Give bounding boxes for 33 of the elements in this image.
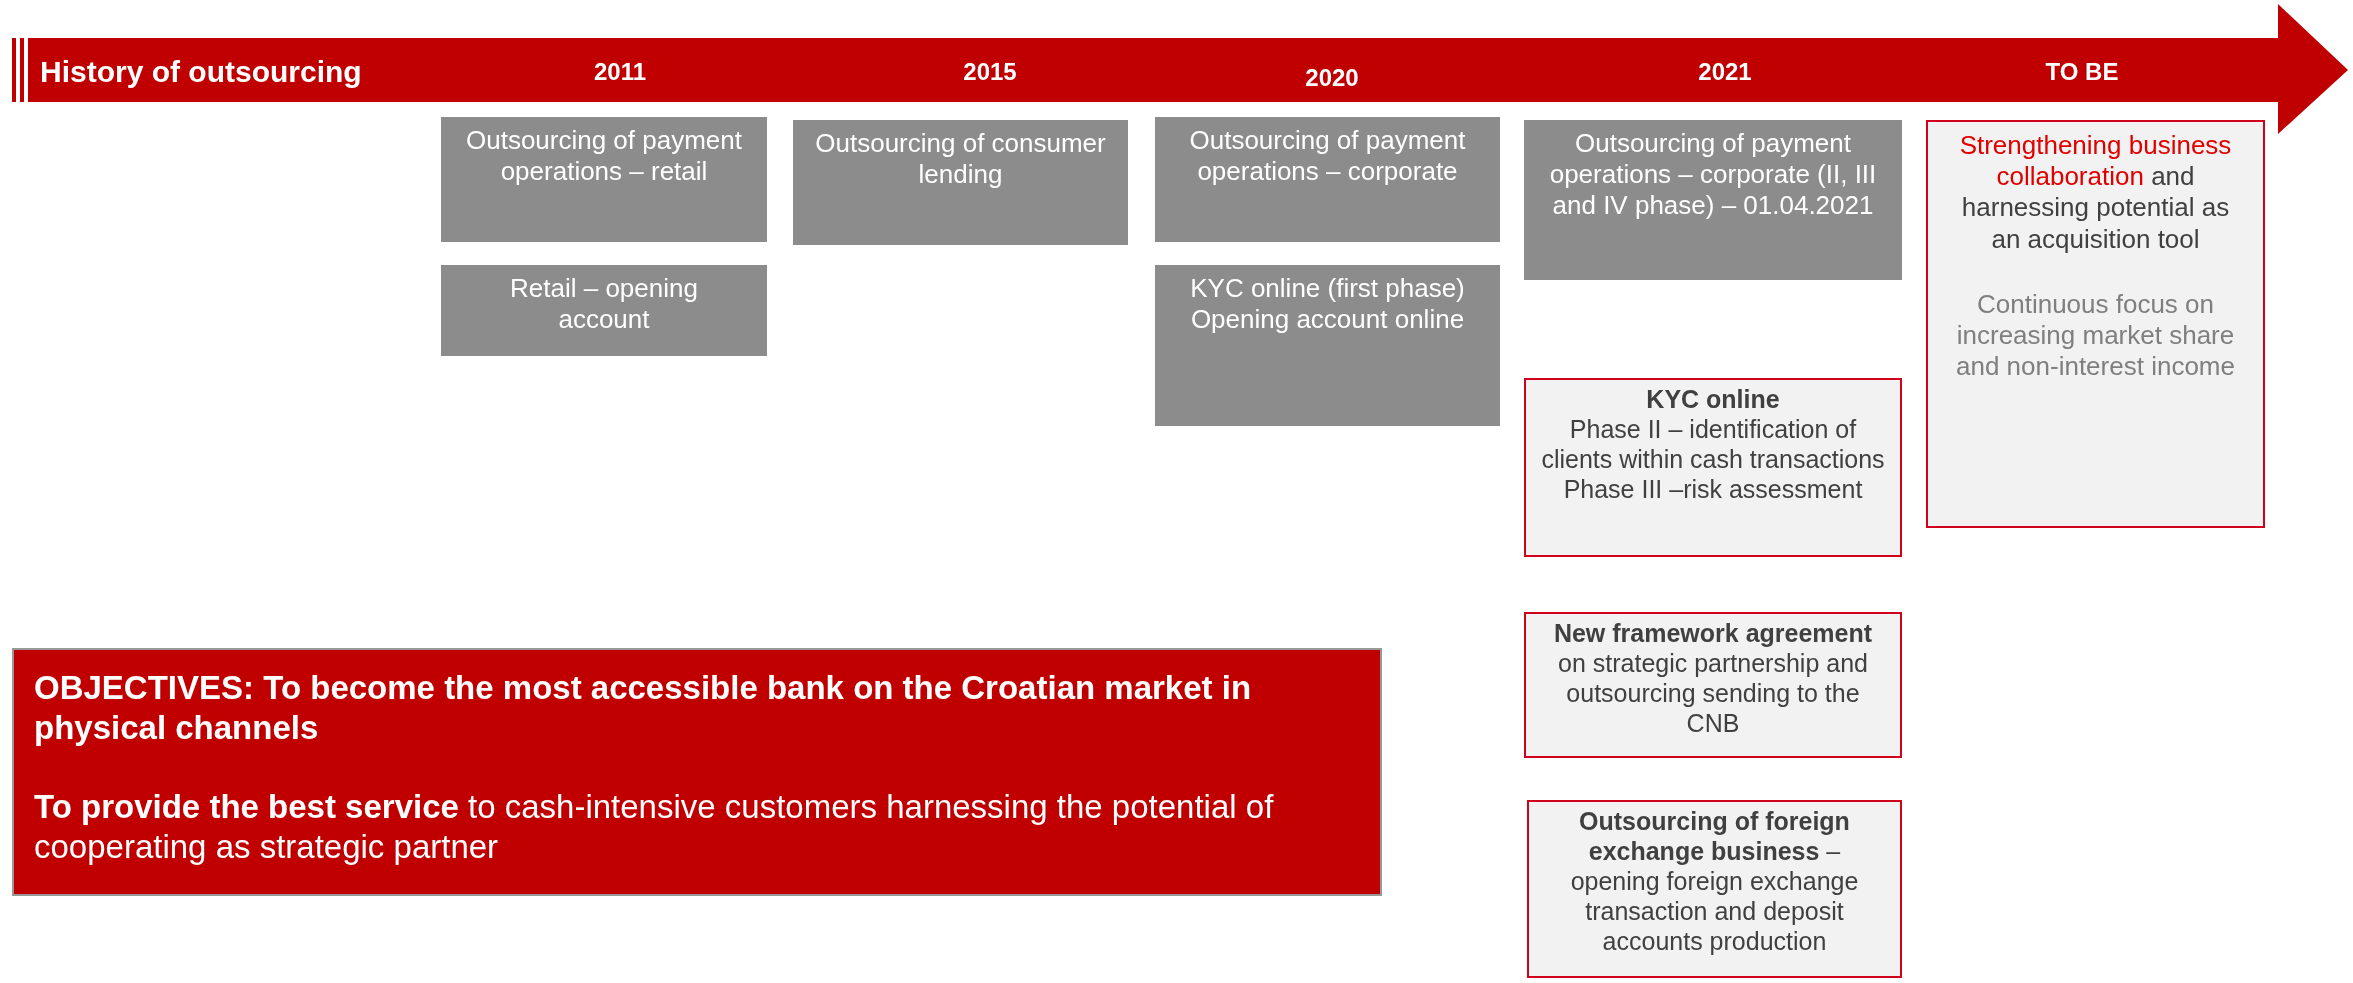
highlight-box bbox=[1524, 612, 1902, 758]
highlight-box bbox=[1524, 378, 1902, 557]
box-text: Outsourcing of payment operations – retail bbox=[464, 125, 743, 188]
objective-text: To provide the best service to cash-intensive customers harnessing the potential of cooperating as strategic partner bbox=[34, 787, 1275, 867]
goal-text: Strengthening business collaboration and harnessing potential as an acquisition tool bbox=[1958, 130, 2233, 255]
goal-box bbox=[1926, 120, 2265, 528]
box-text: KYC online bbox=[1646, 384, 1780, 414]
box-text: New framework agreement on strategic partnership and outsourcing sending to the CNB bbox=[1552, 618, 1874, 738]
year-label: 2011 bbox=[593, 58, 647, 86]
box-text: Outsourcing of foreign exchange business – opening foreign exchange transaction and deposit accounts production bbox=[1569, 806, 1860, 956]
box-text: Outsourcing of payment operations – corporate bbox=[1188, 125, 1467, 188]
box-text: Outsourcing of payment operations – corporate (II, III and IV phase) – 01.04.2021 bbox=[1548, 128, 1878, 222]
timeline-box bbox=[1155, 265, 1500, 426]
box-text: Phase II – identification of clients within cash transactions bbox=[1540, 414, 1886, 474]
timeline-box bbox=[793, 120, 1128, 245]
timeline-box bbox=[441, 117, 767, 242]
timeline-box bbox=[1524, 120, 1902, 280]
box-text: Retail – opening account bbox=[509, 273, 699, 336]
box-text: KYC online (first phase) bbox=[1190, 273, 1465, 305]
box-text: Phase III –risk assessment bbox=[1563, 474, 1863, 504]
highlight-box bbox=[1527, 800, 1902, 978]
timeline-box bbox=[1155, 117, 1500, 242]
timeline-box bbox=[441, 265, 767, 356]
year-label: TO BE bbox=[2045, 58, 2119, 86]
box-text: Outsourcing of consumer lending bbox=[815, 128, 1106, 191]
timeline-title: History of outsourcing bbox=[40, 55, 362, 89]
box-text: Opening account online bbox=[1190, 304, 1465, 336]
year-label: 2021 bbox=[1698, 58, 1752, 86]
goal-text: Continuous focus on increasing market share and non-interest income bbox=[1955, 288, 2236, 383]
objective-text: OBJECTIVES: To become the most accessible bank on the Croatian market in physical channels bbox=[34, 668, 1253, 748]
year-label: 2020 bbox=[1305, 64, 1359, 92]
objectives-box bbox=[12, 648, 1382, 896]
year-label: 2015 bbox=[963, 58, 1017, 86]
